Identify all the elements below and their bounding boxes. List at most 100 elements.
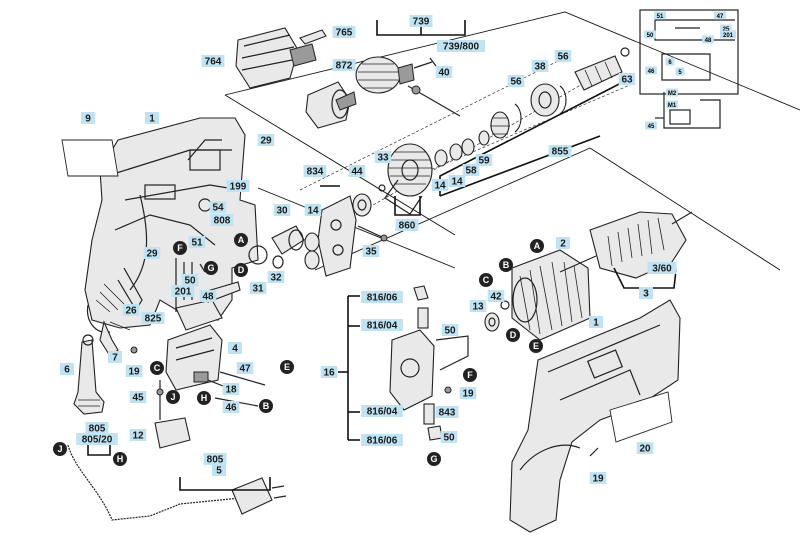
- schematic-label-m1: M1: [666, 100, 678, 109]
- schematic-label-box: [645, 66, 657, 75]
- part-label-text: 30: [276, 206, 288, 217]
- schematic-label-text: 47: [717, 14, 724, 20]
- schematic-label-text: 48: [705, 38, 712, 44]
- part-label-48: 48: [199, 290, 217, 303]
- reference-marker-circle: [506, 328, 520, 342]
- part-label-text: 29: [260, 136, 272, 147]
- part-label-text: 1: [593, 318, 599, 329]
- part-label-text: 199: [230, 182, 247, 193]
- reference-marker-g: G: [427, 452, 441, 466]
- schematic-label-box: [665, 57, 675, 66]
- part-label-box: [85, 422, 109, 434]
- part-label-19: 19: [125, 365, 143, 378]
- part-label-box: [201, 55, 225, 67]
- schematic-label-50: 50: [644, 30, 656, 39]
- part-label-box: [228, 342, 242, 354]
- part-label-box: [249, 282, 267, 294]
- part-label-13: 13: [469, 300, 487, 313]
- schematic-label-text: 25: [723, 27, 730, 33]
- reference-marker-circle: [259, 399, 273, 413]
- part-label-text: 46: [225, 403, 237, 414]
- part-label-text: 3/60: [652, 264, 672, 275]
- part-label-text: 26: [125, 306, 137, 317]
- reference-marker-circle: [499, 258, 513, 272]
- part-label-box: [462, 164, 480, 176]
- part-label-text: 6: [64, 365, 70, 376]
- part-label-2: 2: [556, 237, 570, 250]
- part-label-text: 35: [365, 247, 377, 258]
- reference-marker-f: F: [463, 368, 477, 382]
- part-label-19: 19: [589, 472, 607, 485]
- reference-marker-h: H: [113, 452, 127, 466]
- part-label-text: 816/04: [367, 321, 398, 332]
- part-label-text: 16: [323, 368, 335, 379]
- part-label-text: 808: [214, 216, 231, 227]
- schematic-label-m2: M2: [666, 88, 678, 97]
- part-label-box: [361, 291, 403, 303]
- reference-marker-circle: [53, 442, 67, 456]
- part-label-54: 54: [209, 201, 227, 214]
- part-label-box: [435, 66, 453, 78]
- screw-19-right: [589, 447, 599, 457]
- part-label-text: 764: [205, 57, 222, 68]
- part-label-box: [122, 304, 140, 316]
- part-label-33: 33: [374, 151, 392, 164]
- part-label-box: [320, 366, 338, 378]
- part-label-50: 50: [441, 324, 459, 337]
- chuck-key-739-800: [407, 85, 461, 117]
- bearings-14-58: [434, 130, 490, 167]
- part-label-text: 44: [351, 167, 363, 178]
- reference-marker-d: D: [506, 328, 520, 342]
- schematic-label-text: M1: [668, 103, 677, 109]
- part-label-808: 808: [210, 214, 234, 227]
- part-label-box: [129, 429, 147, 441]
- gearbox-plate-834: [304, 193, 372, 277]
- reference-marker-e: E: [280, 360, 294, 374]
- drill-chuck-764: [235, 27, 317, 89]
- part-label-860: 860: [395, 219, 419, 232]
- part-label-816-04: 816/04: [361, 405, 403, 418]
- screw-40: [413, 57, 437, 69]
- reference-marker-b: B: [499, 258, 513, 272]
- part-label-box: [475, 154, 493, 166]
- reference-marker-c: C: [150, 361, 164, 375]
- reference-marker-a: A: [234, 233, 248, 247]
- reference-marker-circle: [280, 360, 294, 374]
- part-label-box: [332, 59, 356, 71]
- part-label-box: [199, 290, 217, 302]
- part-label-20: 20: [636, 442, 654, 455]
- part-label-box: [440, 431, 458, 443]
- part-label-box: [222, 401, 240, 413]
- part-label-box: [618, 73, 636, 85]
- part-label-box: [348, 165, 366, 177]
- part-label-19: 19: [459, 387, 477, 400]
- part-label-765: 765: [332, 26, 356, 39]
- schematic-label-box: [702, 35, 714, 44]
- part-label-box: [171, 285, 195, 297]
- part-label-text: 13: [472, 302, 484, 313]
- reference-marker-text: A: [534, 241, 541, 251]
- part-label-825: 825: [141, 312, 165, 325]
- reference-marker-j: J: [53, 442, 67, 456]
- reference-marker-circle: [463, 368, 477, 382]
- part-label-text: 33: [377, 153, 389, 164]
- reference-marker-circle: [234, 233, 248, 247]
- part-label-box: [636, 442, 654, 454]
- quick-chuck-872: [305, 81, 357, 129]
- reference-marker-a: A: [530, 239, 544, 253]
- part-label-text: 9: [85, 114, 91, 125]
- schematic-label-box: [675, 67, 685, 76]
- part-label-16: 16: [320, 366, 338, 379]
- schematic-label-201: 201: [719, 30, 737, 39]
- part-label-box: [589, 472, 607, 484]
- part-label-text: 843: [439, 408, 456, 419]
- part-label-box: [554, 50, 572, 62]
- part-label-4: 4: [228, 342, 242, 355]
- part-label-58: 58: [462, 164, 480, 177]
- part-label-box: [374, 151, 392, 163]
- part-label-805: 805: [203, 453, 227, 466]
- reference-marker-circle: [204, 261, 218, 275]
- part-label-text: 2: [560, 239, 566, 250]
- chuck-key-765: [299, 29, 327, 45]
- part-label-box: [76, 433, 118, 445]
